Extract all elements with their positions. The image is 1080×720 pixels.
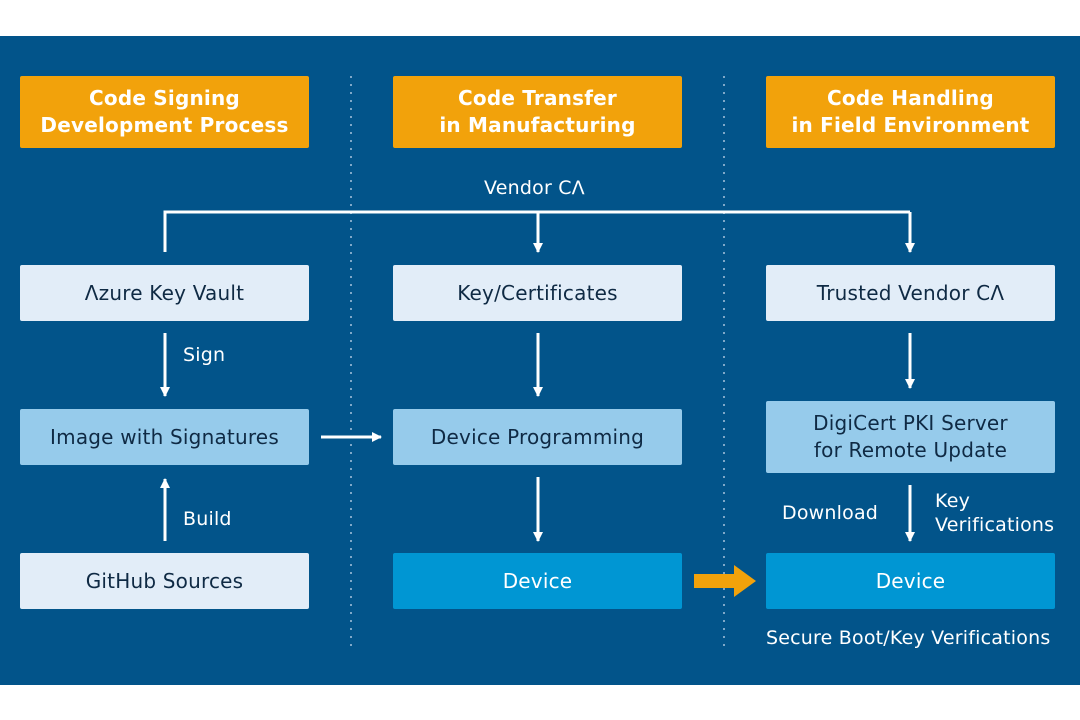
secure-boot-label: Secure Boot/Key Verifications <box>766 627 1051 649</box>
node-github-sources: GitHub Sources <box>20 553 309 609</box>
download-label: Download <box>782 502 879 524</box>
node-trusted-vendor-ca: Trusted Vendor CΛ <box>766 265 1055 321</box>
node-azure-key-vault: Λzure Key Vault <box>20 265 309 321</box>
node-image-with-signatures: Image with Signatures <box>20 409 309 465</box>
vendor-ca-bus <box>163 210 910 252</box>
node-device-manufacturing: Device <box>393 553 682 609</box>
node-device-field: Device <box>766 553 1055 609</box>
key-verifications-label: Key Verifications <box>935 490 1055 536</box>
header-code-handling: Code Handling in Field Environment <box>766 76 1055 148</box>
device-transfer-arrow <box>694 565 756 597</box>
build-label: Build <box>183 508 232 530</box>
node-key-certificates: Key/Certificates <box>393 265 682 321</box>
header-code-signing: Code Signing Development Process <box>20 76 309 148</box>
vendor-ca-label: Vendor CΛ <box>484 177 585 199</box>
sign-label: Sign <box>183 344 226 366</box>
node-device-programming: Device Programming <box>393 409 682 465</box>
header-code-transfer: Code Transfer in Manufacturing <box>393 76 682 148</box>
node-digicert-pki-server: DigiCert PKI Server for Remote Update <box>766 401 1055 473</box>
